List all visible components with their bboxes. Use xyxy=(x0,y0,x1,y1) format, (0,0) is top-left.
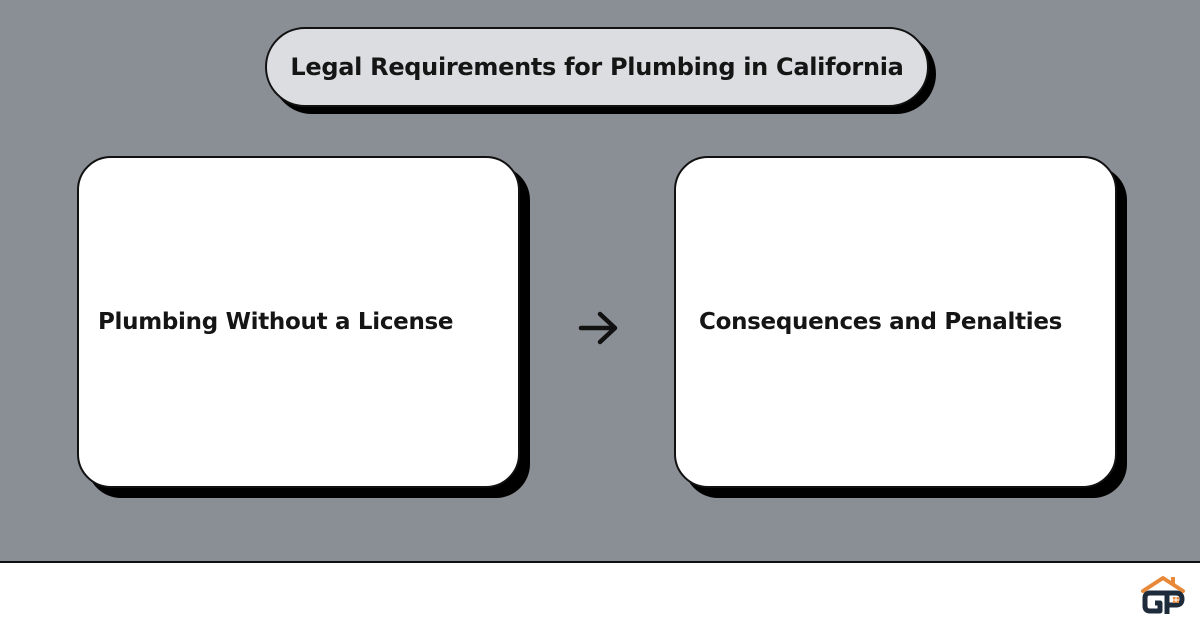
node-label: Consequences and Penalties xyxy=(699,309,1063,335)
title-pill: Legal Requirements for Plumbing in Calif… xyxy=(265,27,929,107)
node-card-consequences: Consequences and Penalties xyxy=(674,156,1117,488)
node-label: Plumbing Without a License xyxy=(98,309,454,335)
diagram-canvas: Legal Requirements for Plumbing in Calif… xyxy=(0,0,1200,563)
node-card-unlicensed-plumbing: Plumbing Without a License xyxy=(77,156,520,488)
arrow-right-icon xyxy=(578,311,618,345)
page-title: Legal Requirements for Plumbing in Calif… xyxy=(290,53,904,81)
house-gp-logo-icon xyxy=(1141,576,1185,614)
